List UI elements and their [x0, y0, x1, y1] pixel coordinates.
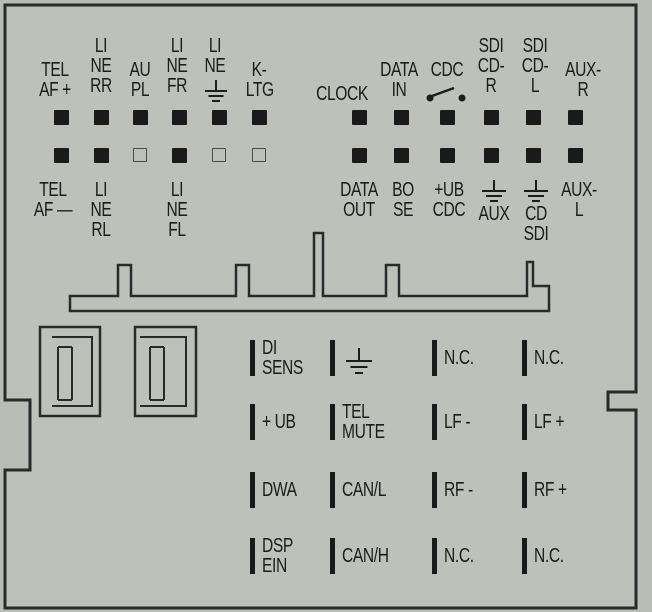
pin-label-rf-plus: RF +: [534, 479, 567, 501]
label-line-rr: LI NE RR: [90, 35, 112, 97]
upper-pin-5: [212, 110, 227, 125]
label-ub-cdc: +UB CDC: [432, 179, 466, 221]
label-sdi-cd-r: SDI CD- R: [477, 35, 505, 97]
upper-pin-6: [252, 110, 267, 125]
pin-label-can-h: CAN/H: [342, 545, 389, 567]
pin-bar-nc-3: [432, 538, 437, 574]
lower-pin-6: [252, 148, 266, 162]
lower-pin-11: [526, 148, 541, 163]
latch-frame-right: [133, 325, 198, 418]
pin-bar-lf-minus: [432, 404, 437, 440]
lower-pin-5: [212, 148, 226, 162]
label-cdc: CDC: [430, 59, 464, 81]
label-tel-af-minus: TEL AF —: [33, 179, 73, 221]
upper-pin-9: [440, 110, 455, 125]
lower-pin-3: [133, 148, 147, 162]
label-k-ltg: K- LTG: [245, 59, 274, 101]
pin-bar-rf-plus: [522, 472, 527, 508]
label-line-rl: LI NE RL: [90, 179, 112, 241]
upper-pin-11: [526, 110, 541, 125]
pin-bar-can-h: [330, 538, 335, 574]
lower-pin-1: [54, 148, 69, 163]
ground-symbol-cd-sdi: [524, 180, 548, 202]
label-tel-af-plus: TEL AF +: [39, 59, 71, 101]
label-gnd-cd-sdi: CD SDI: [523, 203, 549, 245]
label-bose: BO SE: [392, 179, 414, 221]
switch-icon: [426, 86, 466, 102]
pin-bar-nc-4: [522, 538, 527, 574]
label-gnd-aux: AUX: [478, 203, 510, 225]
pin-bar-plus-ub: [250, 404, 255, 440]
label-line-fl: LI NE FL: [166, 179, 188, 241]
label-au-pl: AU PL: [129, 59, 151, 101]
pin-bar-nc-1: [432, 340, 437, 376]
pin-label-dsp-ein: DSP EIN: [262, 535, 293, 577]
pin-bar-dwa: [250, 472, 255, 508]
label-line-ground: LI NE: [204, 35, 226, 77]
pin-label-nc-1: N.C.: [444, 347, 474, 369]
ground-symbol-bottom: [346, 348, 372, 374]
label-data-out: DATA OUT: [340, 179, 378, 221]
upper-pin-4: [172, 110, 187, 125]
upper-pin-3: [133, 110, 148, 125]
label-clock: CLOCK: [316, 83, 368, 105]
pin-label-nc-3: N.C.: [444, 545, 474, 567]
pin-label-nc-4: N.C.: [534, 545, 564, 567]
pin-bar-can-l: [330, 472, 335, 508]
label-aux-r: AUX- R: [565, 59, 601, 101]
pin-bar-nc-2: [522, 340, 527, 376]
pin-bar-di-sens: [250, 340, 255, 376]
pin-label-plus-ub: + UB: [262, 411, 296, 433]
upper-pin-1: [54, 110, 69, 125]
pin-bar-lf-plus: [522, 404, 527, 440]
upper-pin-10: [484, 110, 499, 125]
lower-pin-10: [484, 148, 499, 163]
pin-label-tel-mute: TEL MUTE: [342, 401, 385, 443]
top-connector-key-profile: [68, 231, 551, 313]
label-aux-l: AUX- L: [561, 179, 597, 221]
upper-pin-12: [568, 110, 583, 125]
label-data-in: DATA IN: [380, 59, 418, 101]
pin-label-rf-minus: RF -: [444, 479, 473, 501]
pin-label-lf-plus: LF +: [534, 411, 565, 433]
pin-label-nc-2: N.C.: [534, 347, 564, 369]
ground-symbol-line: [205, 80, 227, 102]
pin-bar-tel-mute: [330, 404, 335, 440]
upper-pin-7: [352, 110, 367, 125]
label-line-fr: LI NE FR: [166, 35, 188, 97]
lower-pin-2: [94, 148, 109, 163]
upper-pin-8: [394, 110, 409, 125]
upper-pin-2: [94, 110, 109, 125]
lower-pin-8: [394, 148, 409, 163]
latch-frame-left: [38, 325, 102, 418]
lower-pin-9: [440, 148, 455, 163]
lower-pin-7: [352, 148, 367, 163]
label-sdi-cd-l: SDI CD- L: [521, 35, 549, 97]
pin-label-di-sens: DI SENS: [262, 337, 303, 379]
pin-label-lf-minus: LF -: [444, 411, 471, 433]
pin-label-dwa: DWA: [262, 479, 297, 501]
pin-bar-rf-minus: [432, 472, 437, 508]
pin-bar-dsp-ein: [250, 538, 255, 574]
lower-pin-4: [172, 148, 187, 163]
pin-bar-ground: [330, 340, 335, 376]
lower-pin-12: [568, 148, 583, 163]
pin-label-can-l: CAN/L: [342, 479, 386, 501]
ground-symbol-aux: [482, 180, 506, 202]
